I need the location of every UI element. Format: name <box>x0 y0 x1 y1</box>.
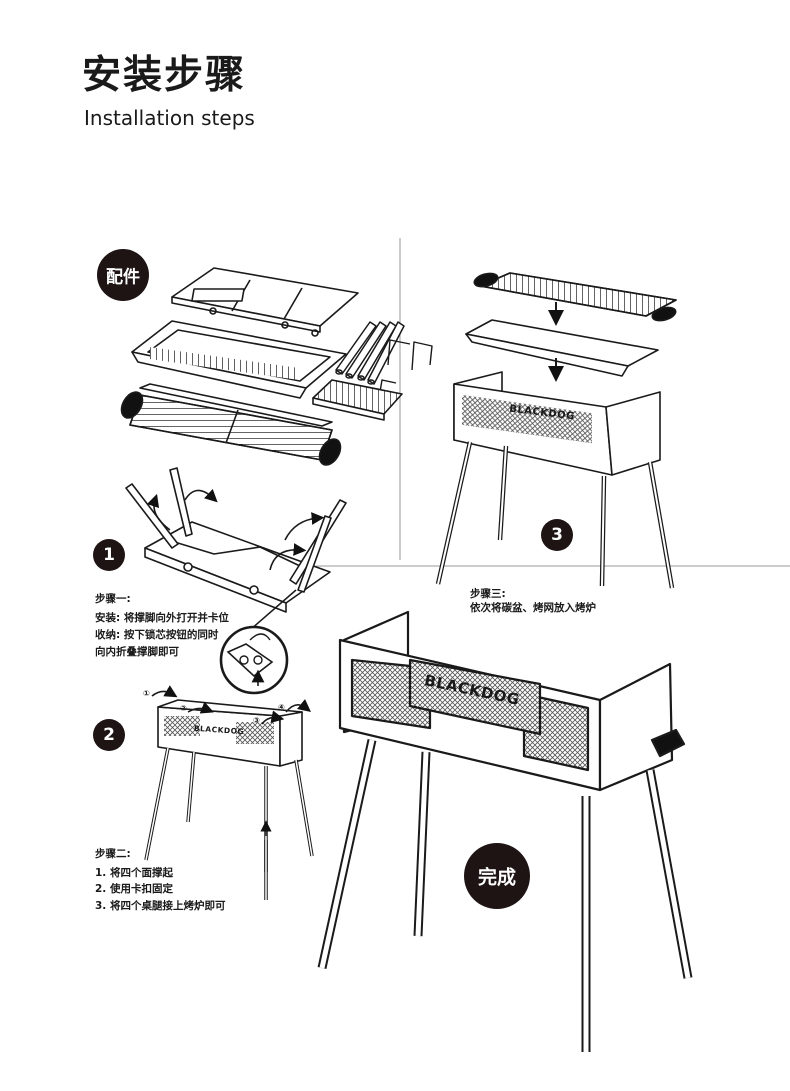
callout-1: ① <box>143 689 150 698</box>
step1-line-3: 向内折叠撑脚即可 <box>95 646 179 658</box>
step3-title: 步骤三: <box>470 588 506 600</box>
step1-illustration <box>125 467 347 613</box>
parts-badge <box>97 249 149 301</box>
grill-grate <box>120 383 342 466</box>
step2-title: 步骤二: <box>95 848 131 860</box>
done-badge <box>464 843 530 909</box>
step1-detail <box>219 589 297 695</box>
folding-table <box>171 267 359 337</box>
step2-badge <box>93 719 125 751</box>
wire-rack <box>312 379 403 421</box>
charcoal-tray <box>131 320 347 399</box>
step2-number: 2 <box>103 725 115 745</box>
parts-badge-label: 配件 <box>106 267 140 288</box>
leg-tubes <box>335 321 405 385</box>
step3-badge <box>541 519 573 551</box>
step2-line-2: 2. 使用卡扣固定 <box>95 883 173 895</box>
step1-title: 步骤一: <box>95 593 131 605</box>
callout-2: ② <box>180 704 187 713</box>
parts-group <box>120 267 433 466</box>
callout-4: ④ <box>278 703 285 712</box>
page-title-zh: 安装步骤 <box>82 53 247 98</box>
step2-line-1: 1. 将四个面撑起 <box>95 867 173 879</box>
step3-line-1: 依次将碳盆、烤网放入烤炉 <box>470 602 596 614</box>
step3-illustration <box>435 272 677 589</box>
step1-line-2: 收纳: 按下锁芯按钮的同时 <box>95 629 219 641</box>
step2-line-3: 3. 将四个桌腿接上烤炉即可 <box>95 900 226 912</box>
step1-line-1: 安装: 将撑脚向外打开并卡位 <box>95 612 229 624</box>
finished-grill <box>317 610 693 1052</box>
step1-badge <box>93 539 125 571</box>
callout-3: ③ <box>253 716 260 725</box>
step1-number: 1 <box>103 545 115 565</box>
step2-illustration <box>144 685 314 900</box>
done-badge-label: 完成 <box>477 866 517 889</box>
step3-number: 3 <box>551 525 563 545</box>
hooks <box>379 339 433 393</box>
page-title-en: Installation steps <box>84 106 255 130</box>
